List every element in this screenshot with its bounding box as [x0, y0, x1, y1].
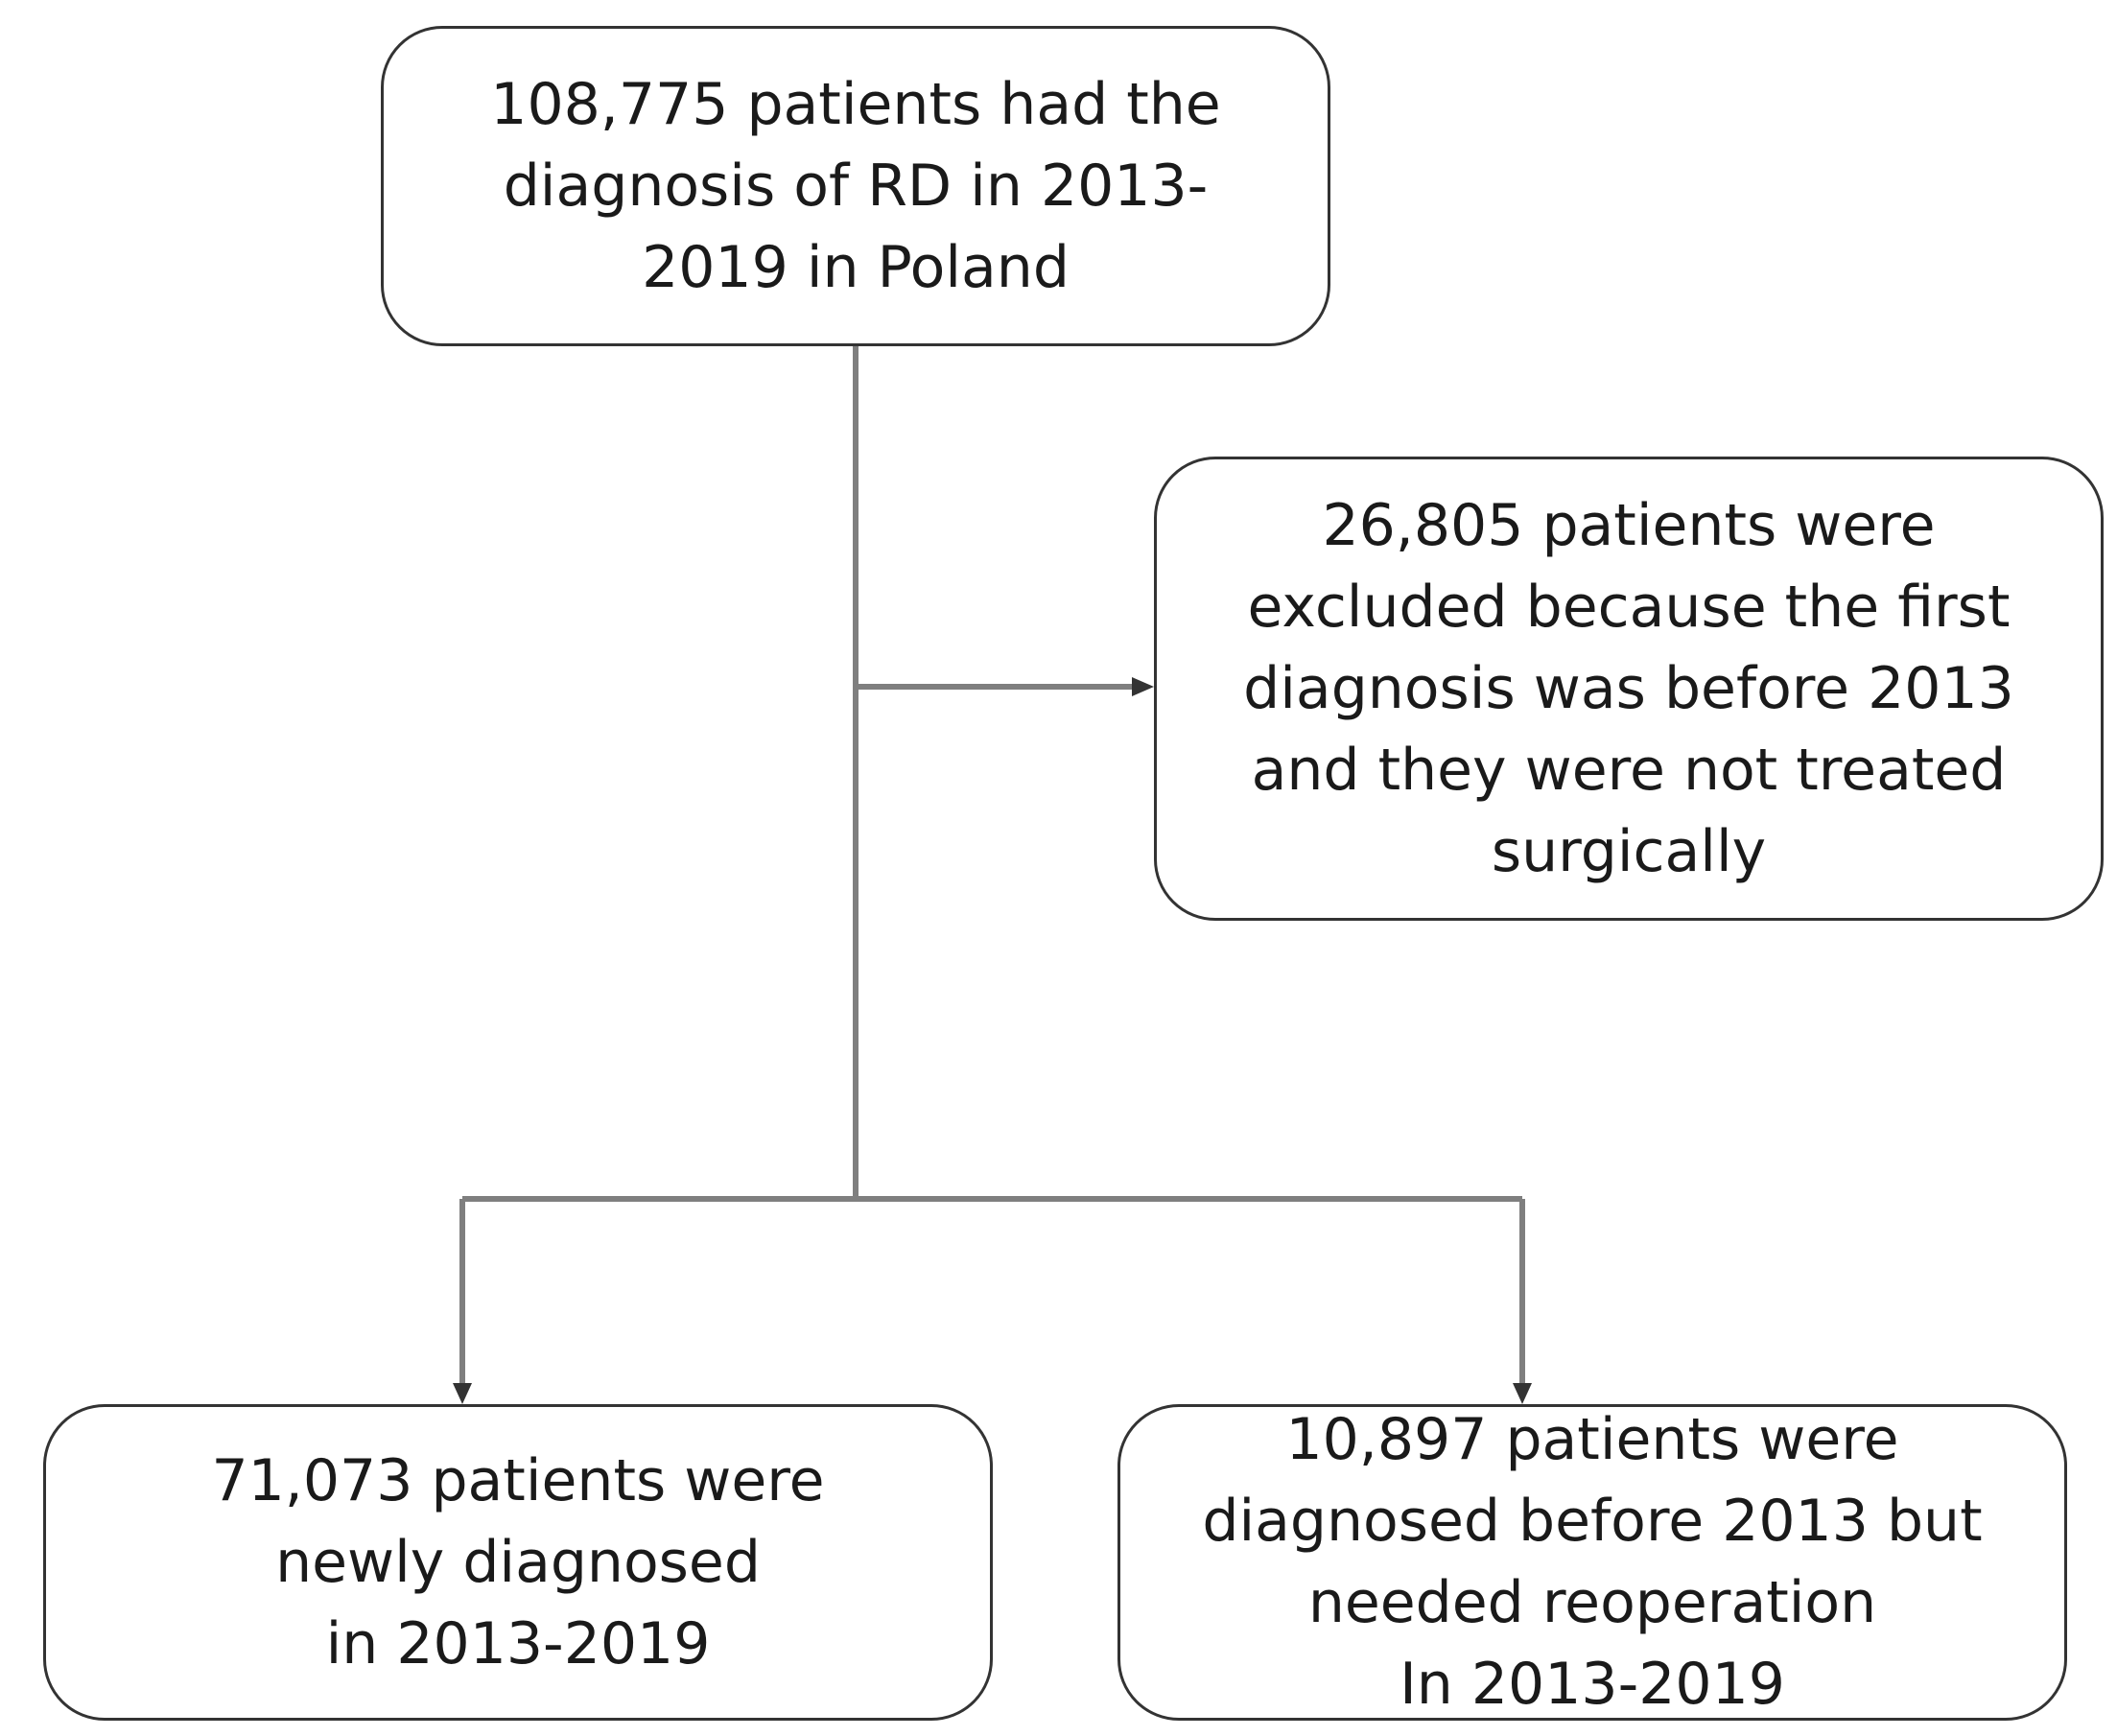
box-text-line: diagnosis of RD in 2013- [503, 152, 1209, 220]
box-text-line: 71,073 patients were [211, 1446, 825, 1514]
box-text-line: In 2013-2019 [1400, 1651, 1785, 1718]
box-text-line: newly diagnosed [275, 1528, 761, 1596]
box-text-line: diagnosis was before 2013 [1243, 654, 2014, 722]
box-text-line: 108,775 patients had the [490, 70, 1221, 138]
total-patients-box: 108,775 patients had the diagnosis of RD… [381, 26, 1330, 346]
box-text-line: 10,897 patients were [1285, 1406, 1899, 1473]
box-text-line: diagnosed before 2013 but [1202, 1488, 1983, 1555]
box-text-line: excluded because the first [1247, 573, 2011, 641]
exclusion-arrowhead [1132, 677, 1154, 696]
box-text-line: 26,805 patients were [1322, 491, 1936, 559]
left-arrowhead [453, 1383, 472, 1404]
box-text-line: needed reoperation [1307, 1569, 1877, 1636]
box-text-line: and they were not treated [1251, 736, 2007, 804]
right-arrowhead [1513, 1383, 1532, 1404]
excluded-patients-box: 26,805 patients were excluded because th… [1154, 457, 2104, 921]
newly-diagnosed-box: 71,073 patients were newly diagnosed in … [43, 1404, 993, 1721]
reoperation-box: 10,897 patients were diagnosed before 20… [1117, 1404, 2067, 1721]
box-text-line: 2019 in Poland [642, 233, 1070, 301]
box-text-line: in 2013-2019 [325, 1609, 711, 1677]
box-text-line: surgically [1491, 817, 1767, 885]
